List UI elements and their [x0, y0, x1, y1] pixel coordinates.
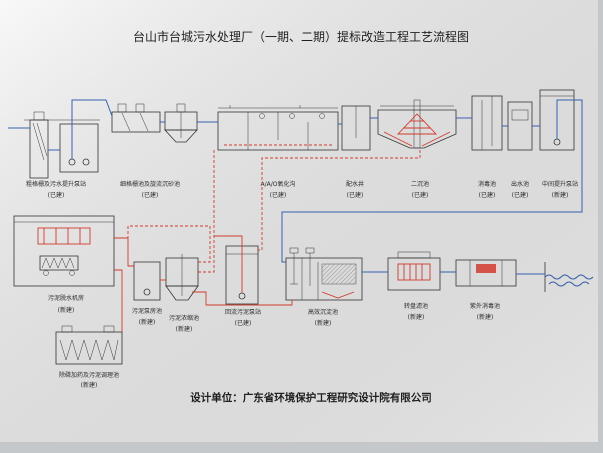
coarse-screen-label: 粗格栅及污水提升泵站 [26, 180, 86, 188]
disc-filter [387, 251, 441, 291]
water-line-to-advanced-treatment [281, 99, 583, 263]
water-flow-bottom [362, 271, 545, 275]
fine-screen-grit-chamber [111, 103, 198, 143]
return-sludge-line [214, 235, 243, 293]
water-flow-top [8, 99, 583, 263]
sludge-dewatering-label: 污泥脱水机房 [48, 294, 84, 302]
sludge-line-to-dosing [114, 269, 123, 332]
river-wave-icon [544, 274, 594, 280]
paper-shading [0, 0, 598, 442]
aerator-icon [289, 113, 295, 119]
lift-pump-icon [82, 158, 90, 166]
intermediate-pump-label: 中间提升泵站 [542, 180, 578, 188]
oxidation-ditch-label: A/A/O氧化沟 [261, 180, 296, 188]
sludge-pump-tank-label: 污泥泵房池 [132, 307, 162, 315]
high-rate-clarifier-label: 高效沉淀池 [308, 308, 338, 316]
secondary-clarifier-status: (已建) [412, 191, 429, 199]
disc-filter-status: (新建) [408, 313, 425, 321]
sludge-dewatering-room [13, 215, 115, 287]
sludge-thickener-label: 污泥浓缩池 [169, 314, 199, 322]
high-rate-clarifier-status: (新建) [315, 319, 332, 327]
sludge-line-dewatering [114, 237, 134, 267]
outlet-tank-status: (已建) [512, 191, 529, 199]
secondary-clarifier-label: 二沉池 [411, 180, 429, 188]
scraper-bridge [396, 113, 438, 135]
sludge-line-high-rate [192, 291, 293, 306]
return-sludge-pump-status: (已建) [235, 319, 252, 327]
designer-company: 广东省环境保护工程研究设计院有限公司 [243, 391, 432, 404]
sludge-dewatering-status: (新建) [58, 306, 75, 314]
sludge-line-ditch-to-thickener [198, 150, 215, 273]
disinfection-tank-label: 消毒池 [478, 180, 496, 188]
outlet-tank-label: 出水池 [511, 180, 529, 188]
distribution-well-status: (已建) [347, 191, 364, 199]
uv-lamp-icon [476, 264, 496, 273]
diagram-title: 台山市台城污水处理厂（一期、二期）提标改造工程工艺流程图 [133, 29, 469, 44]
return-sludge-pump-label: 回流污泥泵站 [225, 308, 261, 316]
fine-screen-label: 细格栅池及旋流沉砂池 [120, 180, 180, 188]
distribution-well-label: 配水井 [346, 180, 364, 188]
filter-discs [397, 263, 431, 281]
clarifier-sludge-line [258, 150, 421, 251]
uv-disinfection [455, 259, 517, 287]
designer-label: 设计单位： [190, 391, 243, 404]
sludge-pump-tank-status: (新建) [139, 318, 156, 326]
coarse-screen-pump-station [24, 111, 100, 179]
disinfection-tank-status: (已建) [479, 191, 496, 199]
disc-filter-label: 转盘滤池 [404, 302, 428, 310]
intermediate-pump-status: (新建) [552, 191, 569, 199]
sludge-thickener-status: (新建) [176, 325, 193, 333]
dosing-tank [55, 325, 123, 365]
center-column [413, 99, 421, 149]
distribution-well [341, 105, 371, 151]
incline-plates [321, 263, 357, 285]
oxidation-ditch-status: (已建) [270, 191, 287, 199]
fine-screen-status: (已建) [142, 191, 159, 199]
belt-press-icon [37, 227, 91, 245]
designer-credit: 设计单位：广东省环境保护工程研究设计院有限公司 [190, 391, 432, 404]
uv-disinfection-status: (新建) [477, 313, 494, 321]
lift-pump-sump [59, 123, 99, 173]
dosing-tank-status: (新建) [81, 381, 98, 389]
dosing-tank-label: 除磷加药及污泥调理池 [59, 371, 119, 379]
aerator-icon [259, 113, 265, 119]
oxidation-ditch [217, 105, 339, 151]
sludge-truck-icon [39, 255, 79, 271]
coarse-screen-status: (已建) [48, 191, 65, 199]
sludge-flow-lines [114, 150, 421, 332]
secondary-clarifier [377, 99, 457, 149]
disinfection-tank [471, 95, 503, 151]
river-outfall [544, 262, 594, 292]
sludge-pump-icon [143, 288, 151, 296]
aerator-icon [319, 113, 325, 119]
sludge-pump-tank [133, 261, 161, 301]
high-rate-clarifier [285, 247, 363, 301]
uv-disinfection-label: 紫外消毒池 [470, 302, 500, 310]
